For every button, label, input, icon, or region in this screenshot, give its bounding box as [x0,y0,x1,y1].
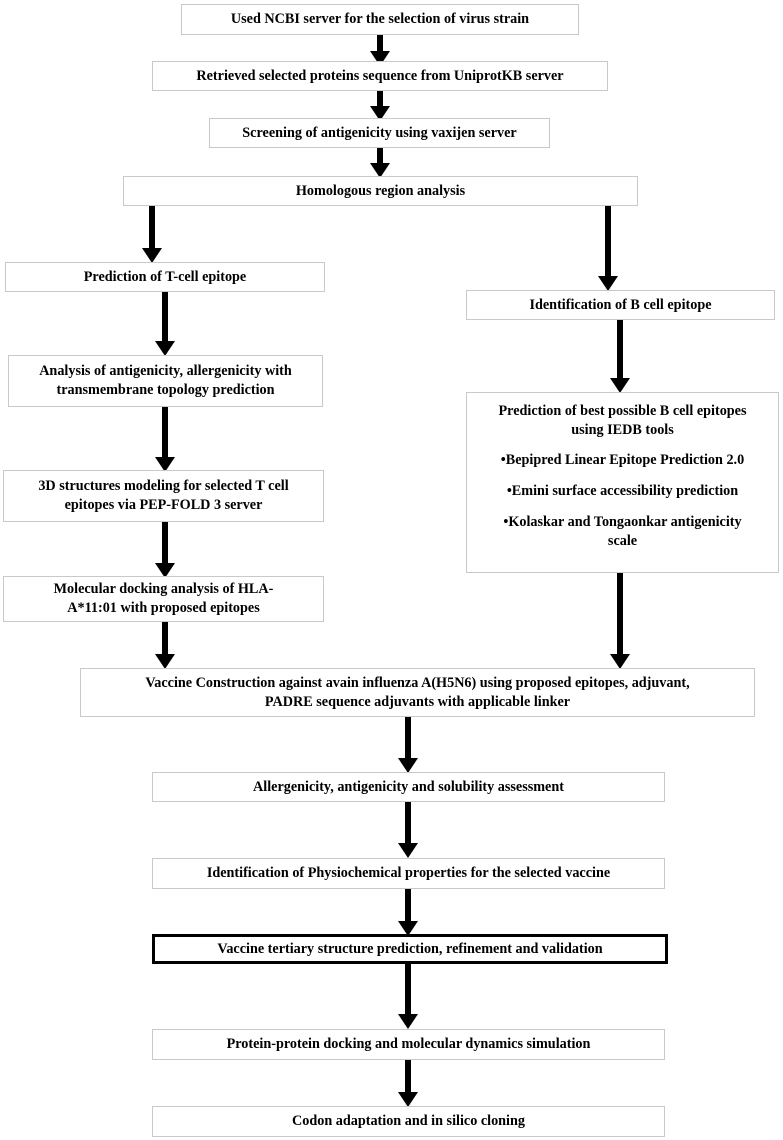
node-bcell-epitope-prediction-bullet-1: •Bepipred Linear Epitope Prediction 2.0 [500,452,745,469]
arrow-tcell-to-antigenicity [150,292,180,356]
node-vaccine-construction-line2: PADRE sequence adjuvants with applicable… [264,693,571,710]
arrow-vaxijen-to-homologous [365,148,395,178]
node-antigenicity-allergenicity-line2: transmembrane topology prediction [56,382,275,398]
node-molecular-docking-hla: Molecular docking analysis of HLA- A*11:… [3,576,324,622]
node-homologous-region: Homologous region analysis [123,176,638,206]
arrow-ppdocking-to-codon [393,1060,423,1107]
node-vaccine-tertiary-structure-label: Vaccine tertiary structure prediction, r… [217,940,603,957]
node-bcell-epitope-prediction-line2: using IEDB tools [571,421,674,438]
node-codon-adaptation: Codon adaptation and in silico cloning [152,1106,665,1137]
arrow-homologous-to-bcell [593,206,623,291]
node-vaxijen-screening: Screening of antigenicity using vaxijen … [209,118,550,148]
node-protein-protein-docking: Protein-protein docking and molecular dy… [152,1029,665,1060]
arrow-bcell-id-to-bcell-prediction [605,320,635,393]
node-antigenicity-allergenicity: Analysis of antigenicity, allergenicity … [8,355,323,407]
arrow-antigenicity-to-3d-structures [150,407,180,472]
arrow-tertiary-to-ppdocking [393,964,423,1029]
node-3d-structure-modeling-line2: epitopes via PEP-FOLD 3 server [64,497,263,513]
node-tcell-epitope-prediction: Prediction of T-cell epitope [5,262,325,292]
node-bcell-epitope-prediction: Prediction of best possible B cell epito… [466,392,779,573]
arrow-physiochemical-to-tertiary [393,889,423,936]
node-ncbi-server: Used NCBI server for the selection of vi… [181,4,579,35]
arrow-construction-to-assessment [393,717,423,773]
node-bcell-epitope-prediction-line1: Prediction of best possible B cell epito… [498,403,747,419]
node-physiochemical-properties-label: Identification of Physiochemical propert… [206,865,611,882]
node-tcell-epitope-prediction-label: Prediction of T-cell epitope [83,268,247,285]
node-3d-structure-modeling: 3D structures modeling for selected T ce… [3,470,324,522]
node-bcell-epitope-prediction-bullet-3: •Kolaskar and Tongaonkar antigenicity sc… [503,513,742,549]
node-bcell-epitope-identification: Identification of B cell epitope [466,290,775,320]
node-antigenicity-allergenicity-line1: Analysis of antigenicity, allergenicity … [39,363,292,380]
arrow-docking-to-vaccine-construction [150,622,180,669]
node-ncbi-server-label: Used NCBI server for the selection of vi… [230,11,530,28]
arrow-3d-structures-to-docking [150,522,180,578]
node-homologous-region-label: Homologous region analysis [295,182,466,199]
node-molecular-docking-hla-line1: Molecular docking analysis of HLA- [53,581,274,598]
node-vaccine-tertiary-structure: Vaccine tertiary structure prediction, r… [152,934,668,964]
node-molecular-docking-hla-line2: A*11:01 with proposed epitopes [67,600,260,616]
node-vaccine-construction-line1: Vaccine Construction against avain influ… [145,674,690,691]
node-codon-adaptation-label: Codon adaptation and in silico cloning [292,1113,525,1130]
node-uniprotkb: Retrieved selected proteins sequence fro… [152,61,608,91]
node-allergenicity-assessment-label: Allergenicity, antigenicity and solubili… [253,778,564,795]
node-vaccine-construction: Vaccine Construction against avain influ… [80,668,755,717]
node-physiochemical-properties: Identification of Physiochemical propert… [152,858,665,889]
arrow-bcell-prediction-to-vaccine-construction [605,573,635,669]
arrow-homologous-to-tcell [137,206,167,263]
arrow-uniprot-to-vaxijen [365,91,395,121]
node-protein-protein-docking-label: Protein-protein docking and molecular dy… [226,1036,591,1053]
node-allergenicity-assessment: Allergenicity, antigenicity and solubili… [152,772,665,802]
arrow-assessment-to-physiochemical [393,802,423,858]
node-3d-structure-modeling-line1: 3D structures modeling for selected T ce… [38,478,289,495]
node-bcell-epitope-identification-label: Identification of B cell epitope [529,296,712,313]
node-uniprotkb-label: Retrieved selected proteins sequence fro… [196,67,564,84]
node-bcell-epitope-prediction-bullet-2: •Emini surface accessibility prediction [506,483,739,500]
node-vaxijen-screening-label: Screening of antigenicity using vaxijen … [242,124,517,141]
